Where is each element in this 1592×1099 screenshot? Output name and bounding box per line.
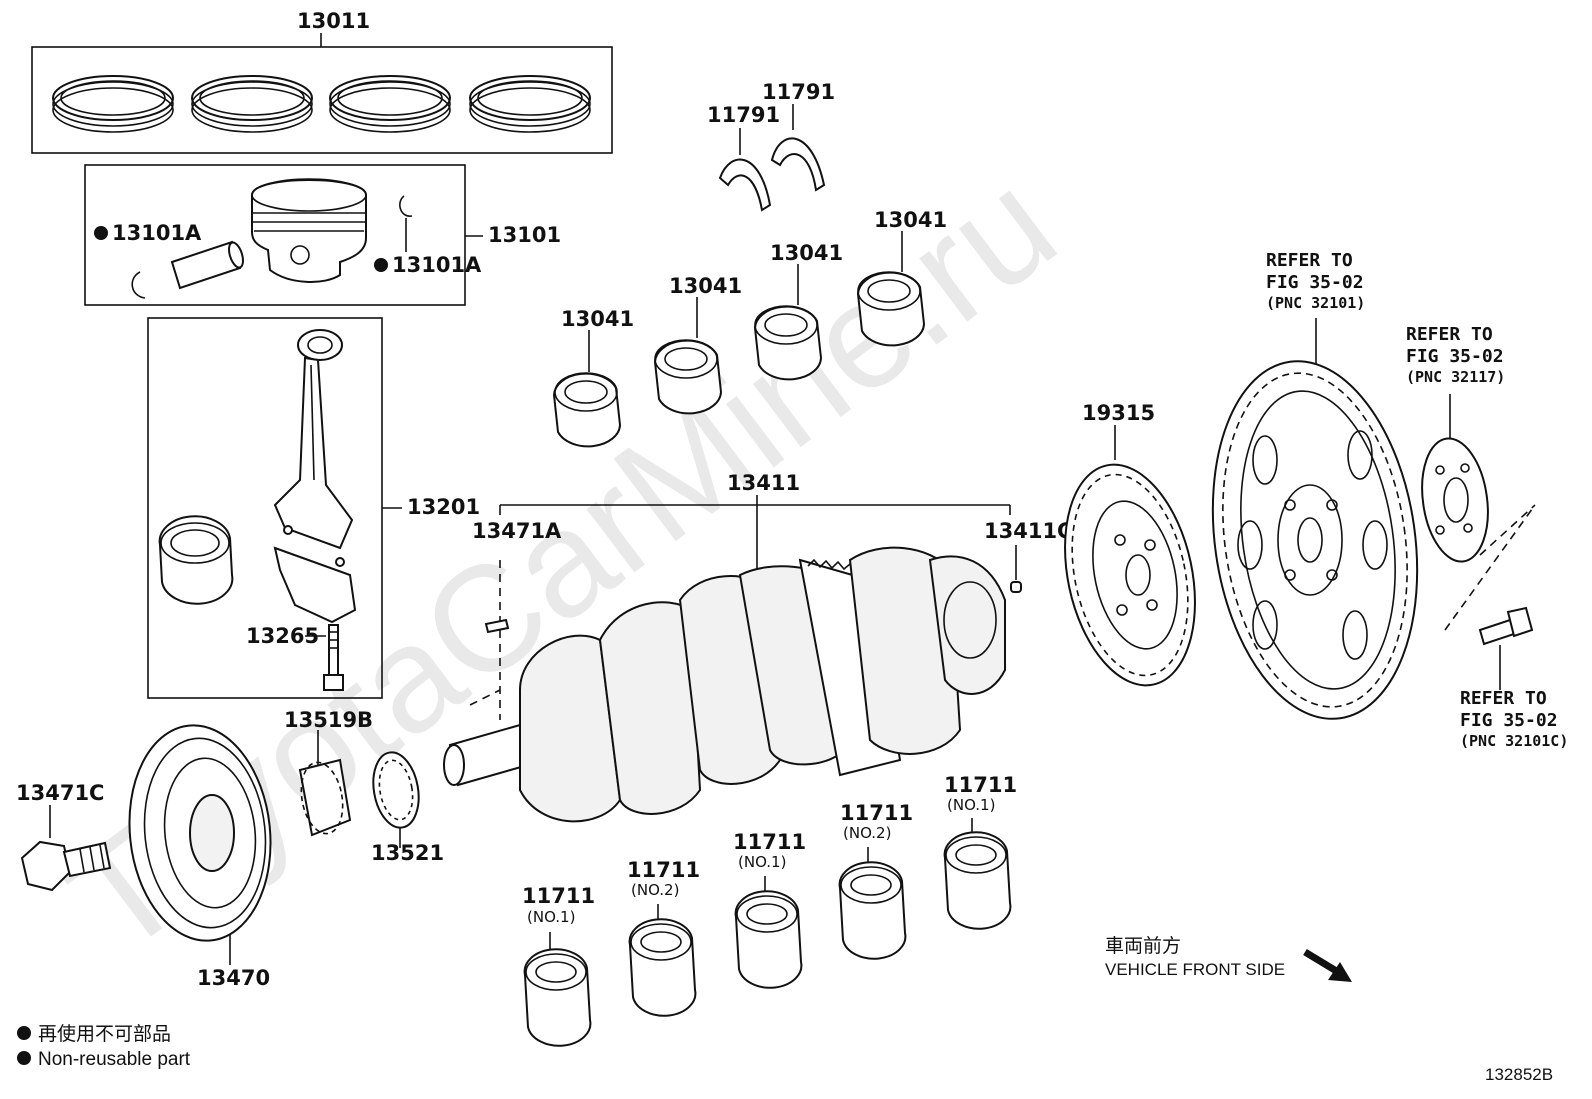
label-13041-2[interactable]: 13041 (669, 274, 742, 298)
crankshaft-plug-icon (469, 560, 510, 720)
conrod-bearing-icon (158, 515, 234, 605)
connecting-rod-assembly[interactable] (147, 317, 402, 699)
crankshaft-pin-icon (1010, 545, 1022, 593)
legend-marker-icon (17, 1051, 31, 1065)
legend-english: Non-reusable part (38, 1049, 191, 1070)
non-reusable-marker (374, 258, 388, 272)
label-13201[interactable]: 13201 (407, 495, 480, 519)
sub-no2-b: (NO.2) (843, 824, 891, 842)
label-13265[interactable]: 13265 (246, 624, 319, 648)
legend-marker-icon (17, 1026, 31, 1040)
drive-plate[interactable] (1191, 318, 1439, 732)
main-bearing-3[interactable] (734, 876, 803, 989)
conrod-bearing-1[interactable] (552, 330, 622, 448)
crank-timing-gear[interactable] (296, 730, 352, 837)
label-13471c[interactable]: 13471C (16, 781, 104, 805)
main-bearing-2[interactable] (628, 904, 697, 1017)
signal-plate[interactable] (1046, 425, 1214, 697)
label-13041-1[interactable]: 13041 (561, 307, 634, 331)
legend-japanese: 再使用不可部品 (38, 1023, 171, 1045)
refer-pnc: (PNC 32117) (1406, 368, 1505, 386)
piston-pin-icon (170, 240, 244, 290)
label-13101a-right[interactable]: 13101A (392, 253, 482, 277)
sub-no1-c: (NO.1) (947, 796, 995, 814)
ring-set-1 (52, 75, 174, 133)
label-11791-left[interactable]: 11791 (707, 103, 780, 127)
label-13011[interactable]: 13011 (297, 9, 370, 33)
ring-set-3 (329, 75, 451, 133)
refer-note-flywheel[interactable]: REFER TO FIG 35-02 (PNC 32101) (1266, 250, 1365, 312)
label-11711-2[interactable]: 11711 (627, 858, 700, 882)
label-13411[interactable]: 13411 (727, 471, 800, 495)
snap-ring-left-icon (131, 271, 146, 299)
label-13101a-left[interactable]: 13101A (112, 221, 202, 245)
label-13521[interactable]: 13521 (371, 841, 444, 865)
refer-note-bolt[interactable]: REFER TO FIG 35-02 (PNC 32101C) (1460, 688, 1568, 750)
refer-line1: REFER TO (1460, 688, 1547, 709)
label-11711-5[interactable]: 11711 (944, 773, 1017, 797)
figure-id: 132852B (1485, 1065, 1553, 1084)
refer-note-plate[interactable]: REFER TO FIG 35-02 (PNC 32117) (1406, 324, 1505, 386)
snap-ring-right-icon (399, 195, 413, 217)
ring-set-2 (191, 75, 313, 133)
label-13470[interactable]: 13470 (197, 966, 270, 990)
label-13101[interactable]: 13101 (488, 223, 561, 247)
refer-line2: FIG 35-02 (1460, 710, 1558, 731)
label-13041-3[interactable]: 13041 (770, 241, 843, 265)
refer-pnc: (PNC 32101C) (1460, 732, 1568, 750)
crank-pulley[interactable] (119, 718, 281, 965)
conrod-bolt-icon (323, 624, 344, 691)
conrod-bearing-4[interactable] (856, 231, 926, 347)
front-side-english: VEHICLE FRONT SIDE (1105, 960, 1285, 979)
non-reusable-marker (94, 226, 108, 240)
label-11711-4[interactable]: 11711 (840, 801, 913, 825)
conrod-bearing-2[interactable] (653, 297, 723, 415)
refer-line1: REFER TO (1406, 324, 1493, 345)
spacer-plate[interactable] (1415, 394, 1536, 631)
sub-no1-b: (NO.1) (738, 853, 786, 871)
piston-sub-assembly[interactable] (84, 164, 483, 306)
arrow-down-right-icon (1303, 949, 1352, 982)
label-13411c[interactable]: 13411C (984, 519, 1072, 543)
refer-line2: FIG 35-02 (1406, 346, 1504, 367)
flywheel-bolt[interactable] (1478, 606, 1534, 690)
main-bearing-5[interactable] (943, 818, 1012, 930)
ring-set-4 (469, 75, 591, 133)
sub-no1-a: (NO.1) (527, 908, 575, 926)
label-13471a[interactable]: 13471A (472, 519, 562, 543)
label-11711-1[interactable]: 11711 (522, 884, 595, 908)
piston-ring-set[interactable] (31, 33, 613, 154)
label-11711-3[interactable]: 11711 (733, 830, 806, 854)
label-13041-4[interactable]: 13041 (874, 208, 947, 232)
label-13519b[interactable]: 13519B (284, 708, 373, 732)
main-bearing-4[interactable] (838, 847, 907, 960)
label-19315[interactable]: 19315 (1082, 401, 1155, 425)
crank-sprocket[interactable] (368, 749, 425, 848)
piston-icon (251, 178, 367, 283)
label-11791-right[interactable]: 11791 (762, 80, 835, 104)
front-side-indicator: 車両前方 VEHICLE FRONT SIDE (1105, 935, 1352, 982)
pulley-bolt[interactable] (20, 805, 112, 892)
main-bearing-1[interactable] (523, 932, 592, 1047)
thrust-washer-right[interactable] (770, 104, 826, 192)
sub-no2-a: (NO.2) (631, 881, 679, 899)
refer-line1: REFER TO (1266, 250, 1353, 271)
refer-line2: FIG 35-02 (1266, 272, 1364, 293)
connecting-rod-icon (273, 329, 357, 624)
refer-pnc: (PNC 32101) (1266, 294, 1365, 312)
front-side-japanese: 車両前方 (1105, 935, 1181, 957)
crankshaft[interactable] (443, 495, 1022, 823)
conrod-bearing-3[interactable] (753, 264, 823, 381)
legend: 再使用不可部品 Non-reusable part (17, 1023, 191, 1070)
thrust-washer-left[interactable] (718, 128, 772, 212)
crankshaft-icon (443, 546, 1006, 823)
